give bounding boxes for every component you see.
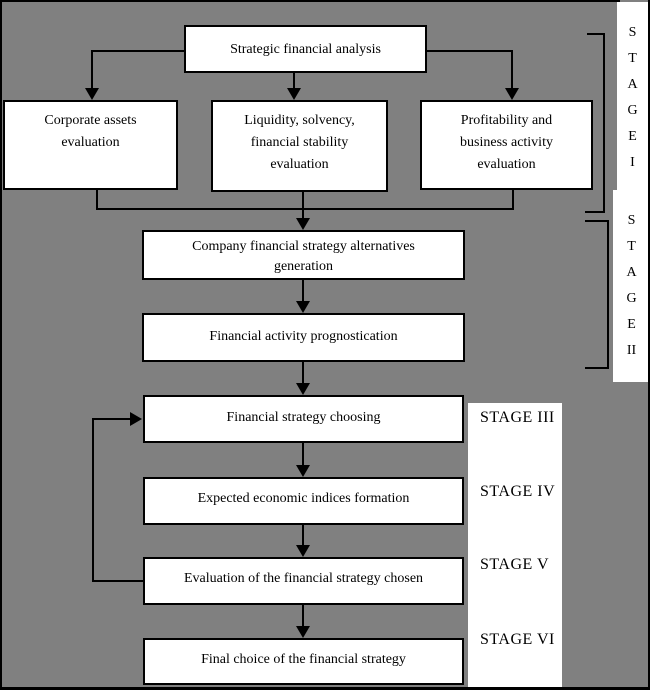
node-label-line: Profitability and [460,113,553,128]
arrow-into-profitability-icon [505,88,519,100]
connector-prognostication-down [302,362,304,384]
node-label-line: evaluation [270,157,329,172]
stage-6-label: STAGE VI [480,631,555,648]
connector-indices-down [302,525,304,546]
connector-merge-horizontal [96,208,514,210]
node-label-line: evaluation [477,157,536,172]
feedback-loop-vertical [92,418,94,582]
arrow-into-liquidity-icon [287,88,301,100]
stage-2-vertical-strip: S T A G E II [613,190,650,382]
stage-1-letter: T [628,51,637,66]
stage-4-label: STAGE IV [480,483,556,500]
connector-top-right-vertical [511,50,513,88]
border-bottom [0,687,650,690]
stage-2-bracket-bottom [585,367,609,369]
node-profitability-business-activity-evaluation: Profitability and business activity eval… [420,100,593,190]
stage-1-letter: E [628,129,637,144]
node-label-line: Liquidity, solvency, [244,113,355,128]
arrow-into-final-icon [296,626,310,638]
arrow-into-indices-icon [296,465,310,477]
border-right [648,0,650,690]
stage-1-letter: I [630,155,635,170]
stage-1-letter: A [627,77,638,92]
stage-1-letter: G [627,103,638,118]
arrow-into-corporate-icon [85,88,99,100]
stage-labels-panel: STAGE III STAGE IV STAGE V STAGE VI [468,403,562,687]
node-label: Financial activity prognostication [209,329,398,344]
node-financial-strategy-choosing: Financial strategy choosing [143,395,464,443]
stage-1-bracket-bottom [585,211,605,213]
arrow-into-choosing-icon [296,383,310,395]
border-top [0,0,620,2]
node-strategy-alternatives-generation: Company financial strategy alternatives … [142,230,465,280]
stage-1-bracket-top [587,33,605,35]
stage-2-letter: G [626,291,637,306]
arrow-into-prognostication-icon [296,301,310,313]
feedback-loop-top [92,418,131,420]
stage-2-letter: E [627,317,636,332]
stage-2-bracket-top [585,220,609,222]
node-final-choice-of-strategy: Final choice of the financial strategy [143,638,464,685]
node-label-line: Company financial strategy alternatives [192,239,415,254]
stage-1-letter: S [628,25,637,40]
node-label: Evaluation of the financial strategy cho… [183,571,424,586]
feedback-loop-bottom [92,580,143,582]
node-label: Strategic financial analysis [230,41,381,57]
connector-top-left-vertical [91,50,93,88]
node-financial-activity-prognostication: Financial activity prognostication [142,313,465,362]
connector-choosing-down [302,443,304,466]
stage-2-letter: II [626,343,637,358]
node-expected-economic-indices-formation: Expected economic indices formation [143,477,464,525]
stage-2-letter: S [627,213,636,228]
arrow-into-alternatives-icon [296,218,310,230]
stage-2-bracket-side [607,220,609,369]
node-label: Financial strategy choosing [226,410,381,425]
node-label: Expected economic indices formation [197,491,410,506]
connector-profitability-down [512,190,514,210]
stage-2-letter: A [626,265,637,280]
node-label-line: Corporate assets [44,113,137,128]
node-liquidity-solvency-evaluation: Liquidity, solvency, financial stability… [211,100,388,192]
connector-top-left-horizontal [92,50,184,52]
connector-liquidity-down [302,192,304,220]
arrow-into-evaluation-icon [296,545,310,557]
stage-2-letter: T [627,239,636,254]
connector-corporate-down [96,190,98,210]
node-label-line: generation [273,259,334,274]
node-label-line: financial stability [250,135,349,150]
connector-top-middle-vertical [293,73,295,89]
arrow-feedback-into-choosing-icon [130,412,142,426]
stage-5-label: STAGE V [480,556,550,573]
stage-3-label: STAGE III [480,409,555,426]
stage-1-vertical-strip: S T A G E I [617,2,648,194]
border-left [0,0,2,690]
connector-alternatives-down [302,279,304,302]
connector-top-right-horizontal [427,50,513,52]
node-strategic-financial-analysis: Strategic financial analysis [184,25,427,73]
node-label: Final choice of the financial strategy [201,652,406,667]
node-label-line: business activity [460,135,553,150]
node-corporate-assets-evaluation: Corporate assets evaluation [3,100,178,190]
node-evaluation-of-strategy-chosen: Evaluation of the financial strategy cho… [143,557,464,605]
node-label-line: evaluation [61,135,120,150]
stage-1-bracket-side [603,33,605,213]
connector-evaluation-down [302,605,304,627]
